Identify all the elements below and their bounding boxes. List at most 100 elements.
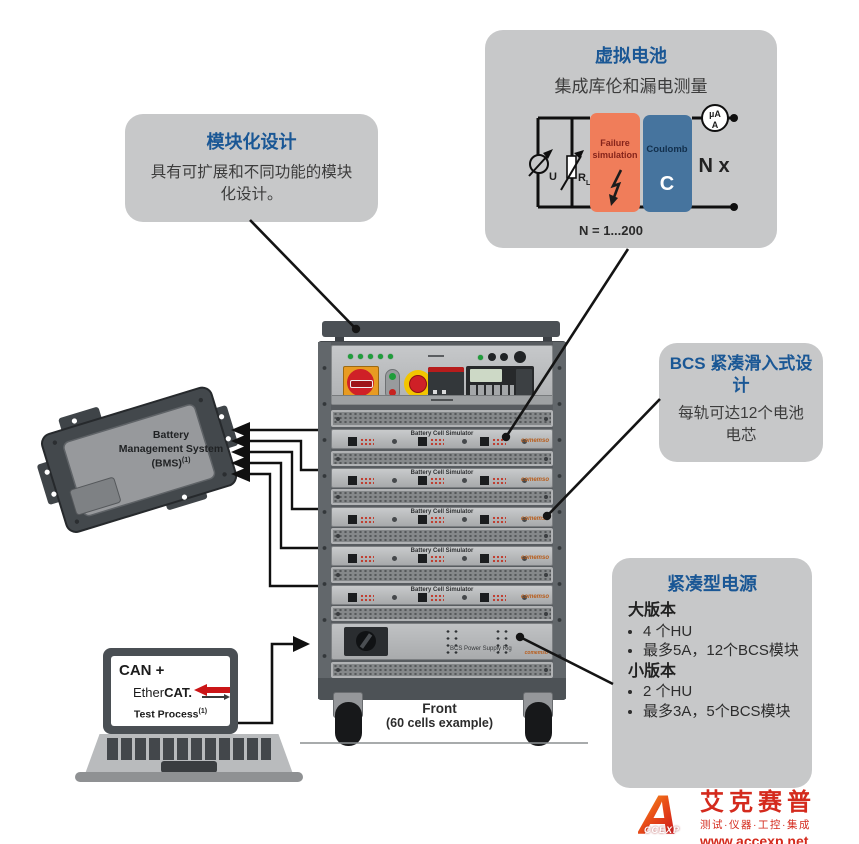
front-label: Front (60 cells example) xyxy=(352,701,527,730)
panel-knob[interactable] xyxy=(488,353,496,361)
lcd-screen xyxy=(470,369,502,382)
lcd-buttons[interactable] xyxy=(470,385,514,397)
bms-label: Battery Management System (BMS)(1) xyxy=(118,429,224,470)
laptop-keyboard xyxy=(85,734,293,774)
brand-logo: comemso xyxy=(524,650,548,656)
module-label: Battery Cell Simulator xyxy=(410,470,474,476)
round-connector xyxy=(392,595,397,600)
vent-panel xyxy=(331,662,553,678)
status-led xyxy=(388,354,393,359)
module-label: Battery Cell Simulator xyxy=(410,548,474,554)
start-stop-buttons[interactable] xyxy=(385,369,400,400)
bms-footnote: (1) xyxy=(181,457,191,465)
failure-simulation-block xyxy=(590,113,640,212)
wheel xyxy=(525,702,552,746)
psu-rotary-switch[interactable] xyxy=(344,627,388,656)
callout-virtual-battery: 虚拟电池 集成库伦和漏电测量 Failure simulation Coulom… xyxy=(485,30,777,248)
vent-panel xyxy=(331,451,553,466)
module-connector[interactable] xyxy=(348,437,376,447)
touchpad xyxy=(161,761,217,773)
rack-bottom-band xyxy=(318,678,566,700)
relay-terminal xyxy=(442,390,446,394)
vent-panel xyxy=(331,410,553,427)
battery-cell-simulator-module: Battery Cell Simulator comemso xyxy=(331,546,553,566)
stop-button[interactable] xyxy=(389,389,396,396)
panel-knob[interactable] xyxy=(500,353,508,361)
list-item: 2 个HU xyxy=(643,682,802,702)
power-title: 紧凑型电源 xyxy=(667,574,757,594)
status-led xyxy=(378,354,383,359)
module-connector[interactable] xyxy=(418,554,446,564)
module-connector[interactable] xyxy=(348,554,376,564)
psu-led-column xyxy=(444,628,460,654)
rack-control-panel xyxy=(331,345,553,405)
emergency-stop-cap xyxy=(409,375,427,393)
rack-rail-left xyxy=(318,342,331,699)
callout-bcs-design: BCS 紧凑滑入式设计 每轨可达12个电池电芯 xyxy=(659,343,823,462)
round-connector xyxy=(522,595,527,600)
accexp-text-block: 艾克赛普 测试·仪器·工控·集成 www.accexp.net xyxy=(700,791,859,844)
battery-cell-simulator-module: Battery Cell Simulator comemso xyxy=(331,585,553,605)
relay-terminal xyxy=(433,390,437,394)
wheel xyxy=(335,702,362,746)
rotary-knob[interactable] xyxy=(514,351,526,363)
module-label: Battery Cell Simulator xyxy=(410,431,474,437)
module-connector[interactable] xyxy=(418,593,446,603)
emergency-stop-button[interactable] xyxy=(404,370,432,398)
can-label: CAN + xyxy=(119,662,165,679)
module-connector[interactable] xyxy=(418,476,446,486)
resistor-icon xyxy=(566,155,577,179)
round-connector xyxy=(462,595,467,600)
status-led xyxy=(358,354,363,359)
module-connector[interactable] xyxy=(480,476,508,486)
cell-count-range: N = 1...200 xyxy=(579,223,643,238)
virtual-battery-title: 虚拟电池 xyxy=(595,46,667,66)
start-button[interactable] xyxy=(389,373,396,380)
module-connector[interactable] xyxy=(480,554,508,564)
brand-tagline: 测试·仪器·工控·集成 xyxy=(700,819,811,831)
ammeter-micro: µA xyxy=(709,109,721,119)
module-connector[interactable] xyxy=(348,593,376,603)
caster-wheel xyxy=(332,692,366,746)
status-led xyxy=(348,354,353,359)
accexp-a-mark: A xyxy=(638,783,679,844)
round-connector xyxy=(392,556,397,561)
module-connector[interactable] xyxy=(480,515,508,525)
module-connector[interactable] xyxy=(418,515,446,525)
brand-url[interactable]: www.accexp.net xyxy=(700,833,809,844)
status-led xyxy=(368,354,373,359)
vent-panel xyxy=(331,567,553,583)
resistor-sub: L xyxy=(586,180,591,187)
ammeter-icon xyxy=(701,104,729,132)
leader-modular xyxy=(249,219,357,330)
module-label: Battery Cell Simulator xyxy=(410,587,474,593)
round-connector xyxy=(522,478,527,483)
main-power-switch[interactable] xyxy=(343,366,379,400)
round-connector xyxy=(392,478,397,483)
bms-wires xyxy=(249,428,318,588)
module-connector[interactable] xyxy=(348,515,376,525)
module-connector[interactable] xyxy=(418,437,446,447)
rack-cover-foot xyxy=(335,337,344,342)
switch-handle xyxy=(350,380,373,388)
power-large-heading: 大版本 xyxy=(628,602,677,619)
ethercat-arrow-icon xyxy=(194,684,231,700)
vent-panel xyxy=(331,489,553,505)
power-large-list: 4 个HU 最多5A，12个BCS模块 xyxy=(628,622,802,661)
relay-stripe xyxy=(428,367,464,372)
round-connector xyxy=(522,517,527,522)
module-connector[interactable] xyxy=(348,476,376,486)
vent-panel xyxy=(331,528,553,544)
module-connector[interactable] xyxy=(480,437,508,447)
module-connector[interactable] xyxy=(480,593,508,603)
brand-chinese-name: 艾克赛普 xyxy=(700,789,816,816)
multiplier-label: N x xyxy=(698,155,729,177)
bcs-title: BCS 紧凑滑入式设计 xyxy=(669,354,813,396)
rack-top-cover xyxy=(322,321,560,337)
list-item: 最多5A，12个BCS模块 xyxy=(643,641,802,661)
